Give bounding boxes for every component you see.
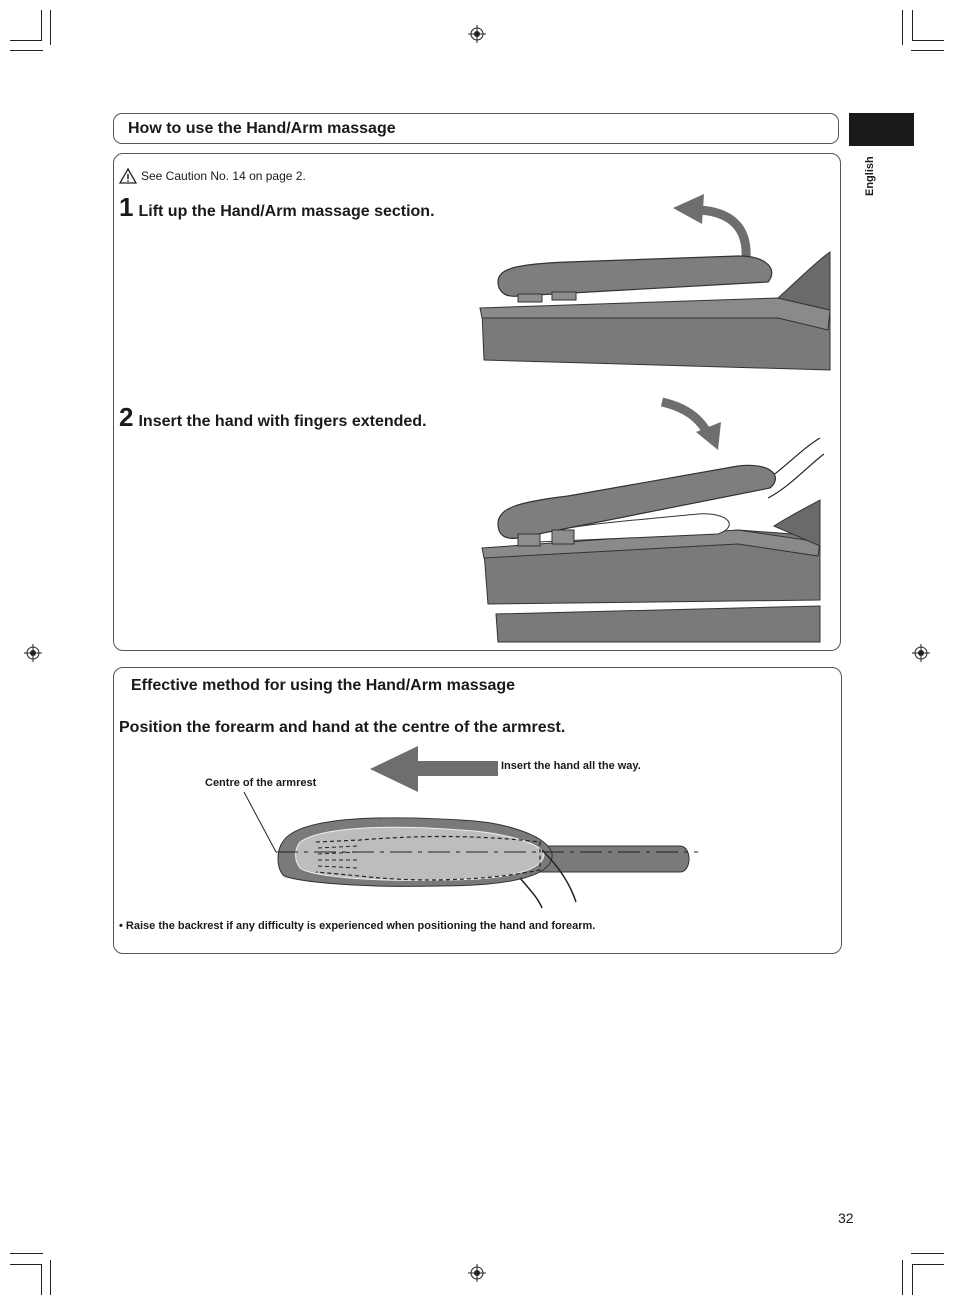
language-tab <box>849 113 914 146</box>
crop-mark <box>902 10 903 45</box>
note-text: Raise the backrest if any difficulty is … <box>125 920 596 932</box>
registration-mark-icon <box>468 1264 486 1282</box>
language-label: English <box>864 156 876 196</box>
warning-triangle-icon <box>119 168 137 184</box>
step-text: Lift up the Hand/Arm massage section. <box>138 203 435 220</box>
crop-mark <box>41 10 42 41</box>
crop-mark <box>912 1264 913 1295</box>
insert-direction-arrow-icon <box>370 746 498 792</box>
crop-mark <box>912 10 913 41</box>
effective-method-title: Effective method for using the Hand/Arm … <box>131 677 516 694</box>
crop-mark <box>902 1260 903 1295</box>
crop-mark <box>50 1260 51 1295</box>
section-title: How to use the Hand/Arm massage <box>128 120 396 137</box>
section-header-bar <box>113 113 839 144</box>
centre-armrest-label: Centre of the armrest <box>205 777 317 789</box>
registration-mark-icon <box>912 644 930 662</box>
registration-mark-icon <box>24 644 42 662</box>
insert-hand-label: Insert the hand all the way. <box>501 760 641 772</box>
crop-mark <box>10 40 42 41</box>
crop-mark <box>10 50 43 51</box>
caution-note: See Caution No. 14 on page 2. <box>119 168 306 184</box>
effective-method-panel <box>113 667 842 954</box>
bullet: • <box>119 920 123 932</box>
crop-mark <box>912 40 944 41</box>
caution-text: See Caution No. 14 on page 2. <box>141 169 306 183</box>
steps-panel <box>113 153 841 651</box>
armrest-top-view-illustration <box>243 791 698 909</box>
crop-mark <box>911 1253 944 1254</box>
crop-mark <box>911 50 944 51</box>
crop-mark <box>10 1253 43 1254</box>
crop-mark <box>912 1264 944 1265</box>
page-number: 32 <box>838 1210 854 1226</box>
step-text: Insert the hand with fingers extended. <box>138 413 427 430</box>
step-number: 1 <box>119 192 134 222</box>
step-1: 1 Lift up the Hand/Arm massage section. <box>119 192 435 223</box>
position-instruction: Position the forearm and hand at the cen… <box>119 719 566 736</box>
step-2: 2 Insert the hand with fingers extended. <box>119 402 427 433</box>
crop-mark <box>41 1264 42 1295</box>
lift-armrest-illustration <box>479 194 831 371</box>
registration-mark-icon <box>468 25 486 43</box>
backrest-note: • Raise the backrest if any difficulty i… <box>119 920 595 932</box>
crop-mark <box>50 10 51 45</box>
step-number: 2 <box>119 402 134 432</box>
insert-hand-illustration <box>481 397 824 643</box>
crop-mark <box>10 1264 42 1265</box>
